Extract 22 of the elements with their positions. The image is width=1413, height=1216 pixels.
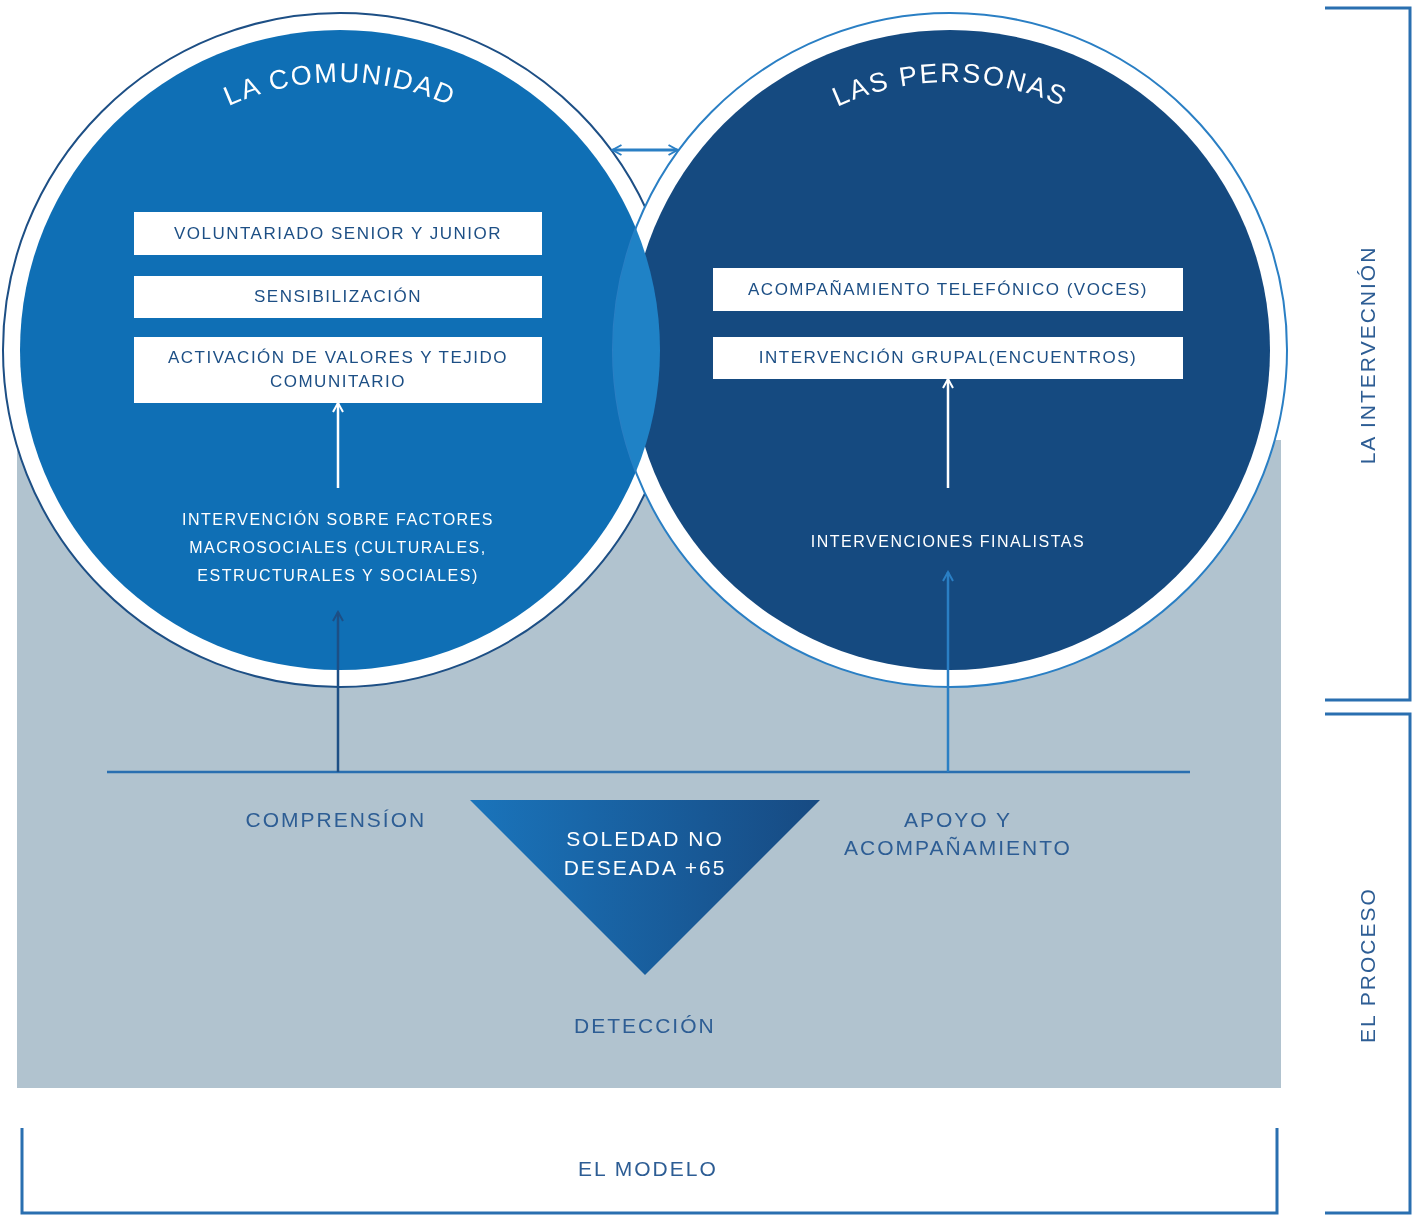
section-label: COMPRENSÍON bbox=[245, 807, 427, 833]
arrow bbox=[332, 402, 344, 488]
program-box: SENSIBILIZACIÓN bbox=[134, 276, 542, 318]
side-label: LA INTERVECNIÓN bbox=[1354, 245, 1380, 465]
inverted-triangle bbox=[470, 800, 820, 975]
program-box: ACTIVACIÓN DE VALORES Y TEJIDO COMUNITARIO bbox=[134, 337, 542, 403]
description-text: INTERVENCIONES FINALISTAS bbox=[768, 488, 1128, 572]
program-box: INTERVENCIÓN GRUPAL(ENCUENTROS) bbox=[713, 337, 1183, 379]
section-label: EL MODELO bbox=[578, 1156, 718, 1182]
arrow bbox=[611, 144, 679, 156]
arrow bbox=[942, 378, 954, 488]
arrow bbox=[332, 611, 344, 772]
program-box: ACOMPAÑAMIENTO TELEFÓNICO (VOCES) bbox=[713, 268, 1183, 311]
section-label: APOYO Y ACOMPAÑAMIENTO bbox=[843, 807, 1073, 861]
description-text: INTERVENCIÓN SOBRE FACTORES MACROSOCIALES (CULTURALES, ESTRUCTURALES Y SOCIALES) bbox=[148, 488, 528, 612]
circle-title: LAS PERSONAS bbox=[827, 57, 1073, 113]
program-box: VOLUNTARIADO SENIOR Y JUNIOR bbox=[134, 212, 542, 255]
circle-title: LA COMUNIDAD bbox=[219, 57, 461, 112]
side-label: EL PROCESO bbox=[1354, 887, 1380, 1043]
arrow bbox=[942, 571, 954, 772]
section-label: DETECCIÓN bbox=[574, 1013, 716, 1039]
triangle-text: SOLEDAD NO DESEADA +65 bbox=[562, 826, 728, 881]
